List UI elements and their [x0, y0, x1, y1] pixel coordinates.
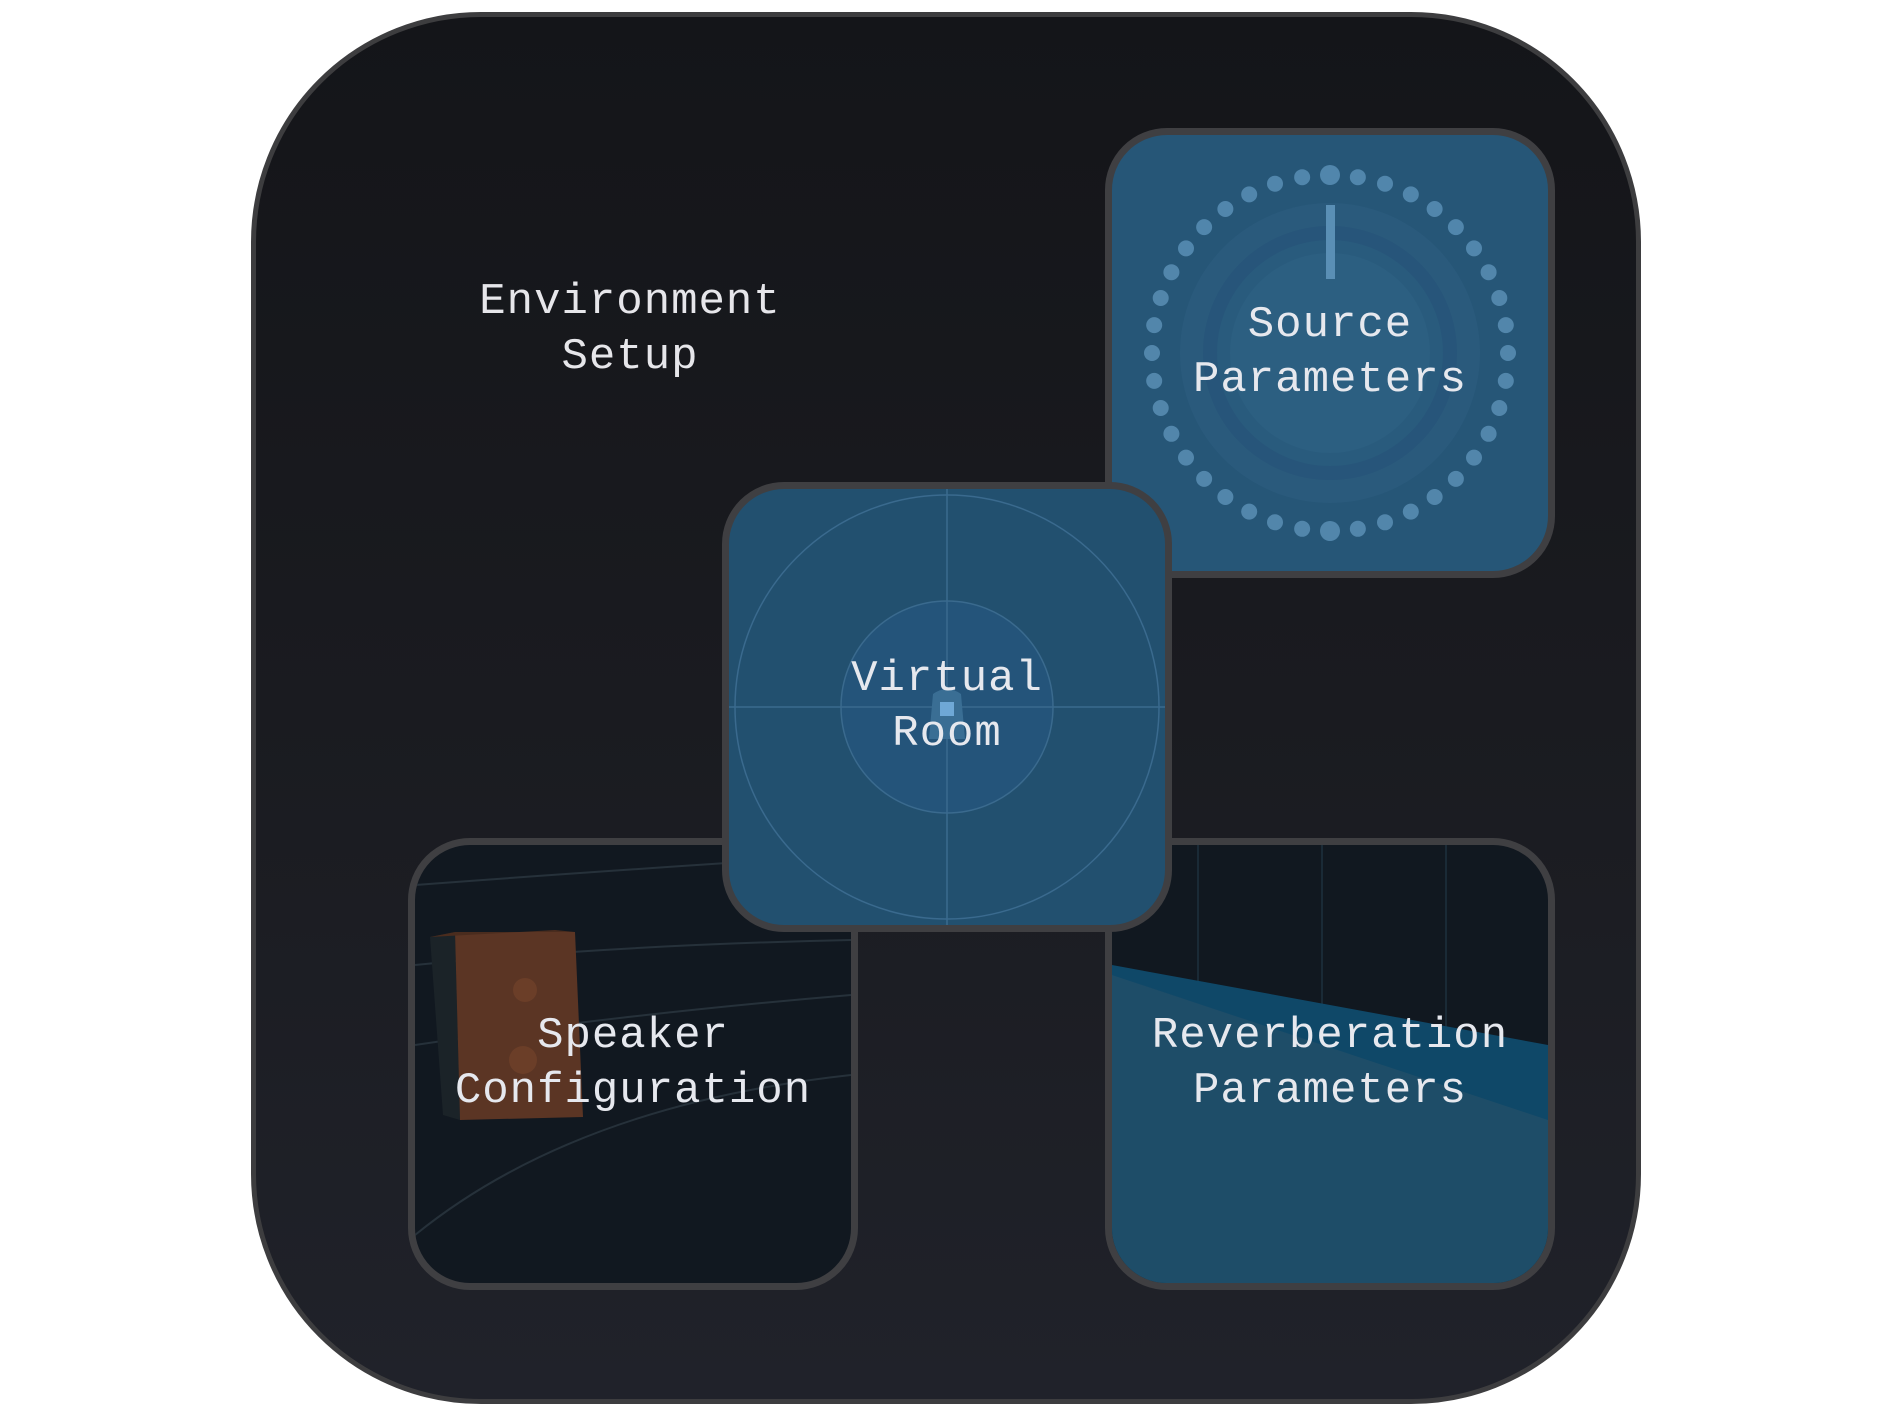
knob-tick-dot — [1294, 520, 1311, 537]
knob-tick-dot — [1500, 345, 1516, 361]
knob-tick-dot — [1241, 503, 1258, 520]
reverberation-parameters-tile[interactable]: Reverberation Parameters — [1105, 838, 1555, 1290]
knob-tick-dot — [1426, 200, 1443, 217]
decay-graph-icon — [1112, 845, 1548, 1283]
knob-tick-dot — [1377, 514, 1394, 531]
source-label-line-1: Source — [1247, 300, 1413, 350]
knob-tick-dot — [1480, 264, 1497, 281]
environment-setup-title: Environment Setup — [395, 275, 865, 385]
knob-tick-dot — [1320, 165, 1340, 185]
knob-tick-dot — [1163, 425, 1180, 442]
reverb-label-line-2: Parameters — [1192, 1066, 1468, 1116]
speaker-label-line-2: Configuration — [454, 1066, 812, 1116]
knob-tick-dot — [1152, 400, 1169, 417]
knob-tick-dot — [1163, 264, 1180, 281]
radar-room-icon — [729, 489, 1165, 925]
reverb-label-line-1: Reverberation — [1151, 1011, 1509, 1061]
source-label-line-2: Parameters — [1192, 355, 1468, 405]
knob-tick-dot — [1466, 240, 1483, 257]
knob-tick-dot — [1146, 372, 1163, 389]
speaker-icon — [430, 930, 583, 1120]
knob-tick-dot — [1196, 219, 1213, 236]
knob-tick-dot — [1447, 470, 1464, 487]
knob-dial-icon — [1144, 165, 1516, 541]
knob-tick-dot — [1349, 169, 1366, 186]
knob-tick-dot — [1217, 489, 1234, 506]
room-label-line-2: Room — [892, 709, 1002, 759]
knob-tick-dot — [1426, 489, 1443, 506]
knob-tick-dot — [1294, 169, 1311, 186]
knob-tick-dot — [1266, 175, 1283, 192]
knob-tick-dot — [1241, 186, 1258, 203]
speaker-label-line-1: Speaker — [537, 1011, 729, 1061]
knob-tick-dot — [1177, 449, 1194, 466]
knob-tick-dot — [1196, 470, 1213, 487]
title-line-1: Environment — [479, 277, 781, 327]
knob-tick-dot — [1217, 200, 1234, 217]
knob-tick-dot — [1491, 400, 1508, 417]
knob-tick-dot — [1402, 186, 1419, 203]
knob-tick-dot — [1152, 289, 1169, 306]
title-line-2: Setup — [561, 332, 699, 382]
room-label-line-1: Virtual — [851, 654, 1043, 704]
speaker-scene-icon — [415, 854, 851, 1236]
knob-tick-dot — [1177, 240, 1194, 257]
knob-tick-dot — [1497, 372, 1514, 389]
knob-tick-dot — [1146, 317, 1163, 334]
knob-tick-dot — [1480, 425, 1497, 442]
knob-tick-dot — [1466, 449, 1483, 466]
source-parameters-tile[interactable]: Source Parameters — [1105, 128, 1555, 578]
knob-tick-dot — [1447, 219, 1464, 236]
knob-tick-dot — [1497, 317, 1514, 334]
knob-tick-dot — [1491, 289, 1508, 306]
virtual-room-tile[interactable]: Virtual Room — [722, 482, 1172, 932]
knob-tick-dot — [1144, 345, 1160, 361]
knob-tick-dot — [1320, 521, 1340, 541]
knob-tick-dot — [1402, 503, 1419, 520]
knob-tick-dot — [1266, 514, 1283, 531]
knob-tick-dot — [1349, 520, 1366, 537]
knob-tick-dot — [1377, 175, 1394, 192]
